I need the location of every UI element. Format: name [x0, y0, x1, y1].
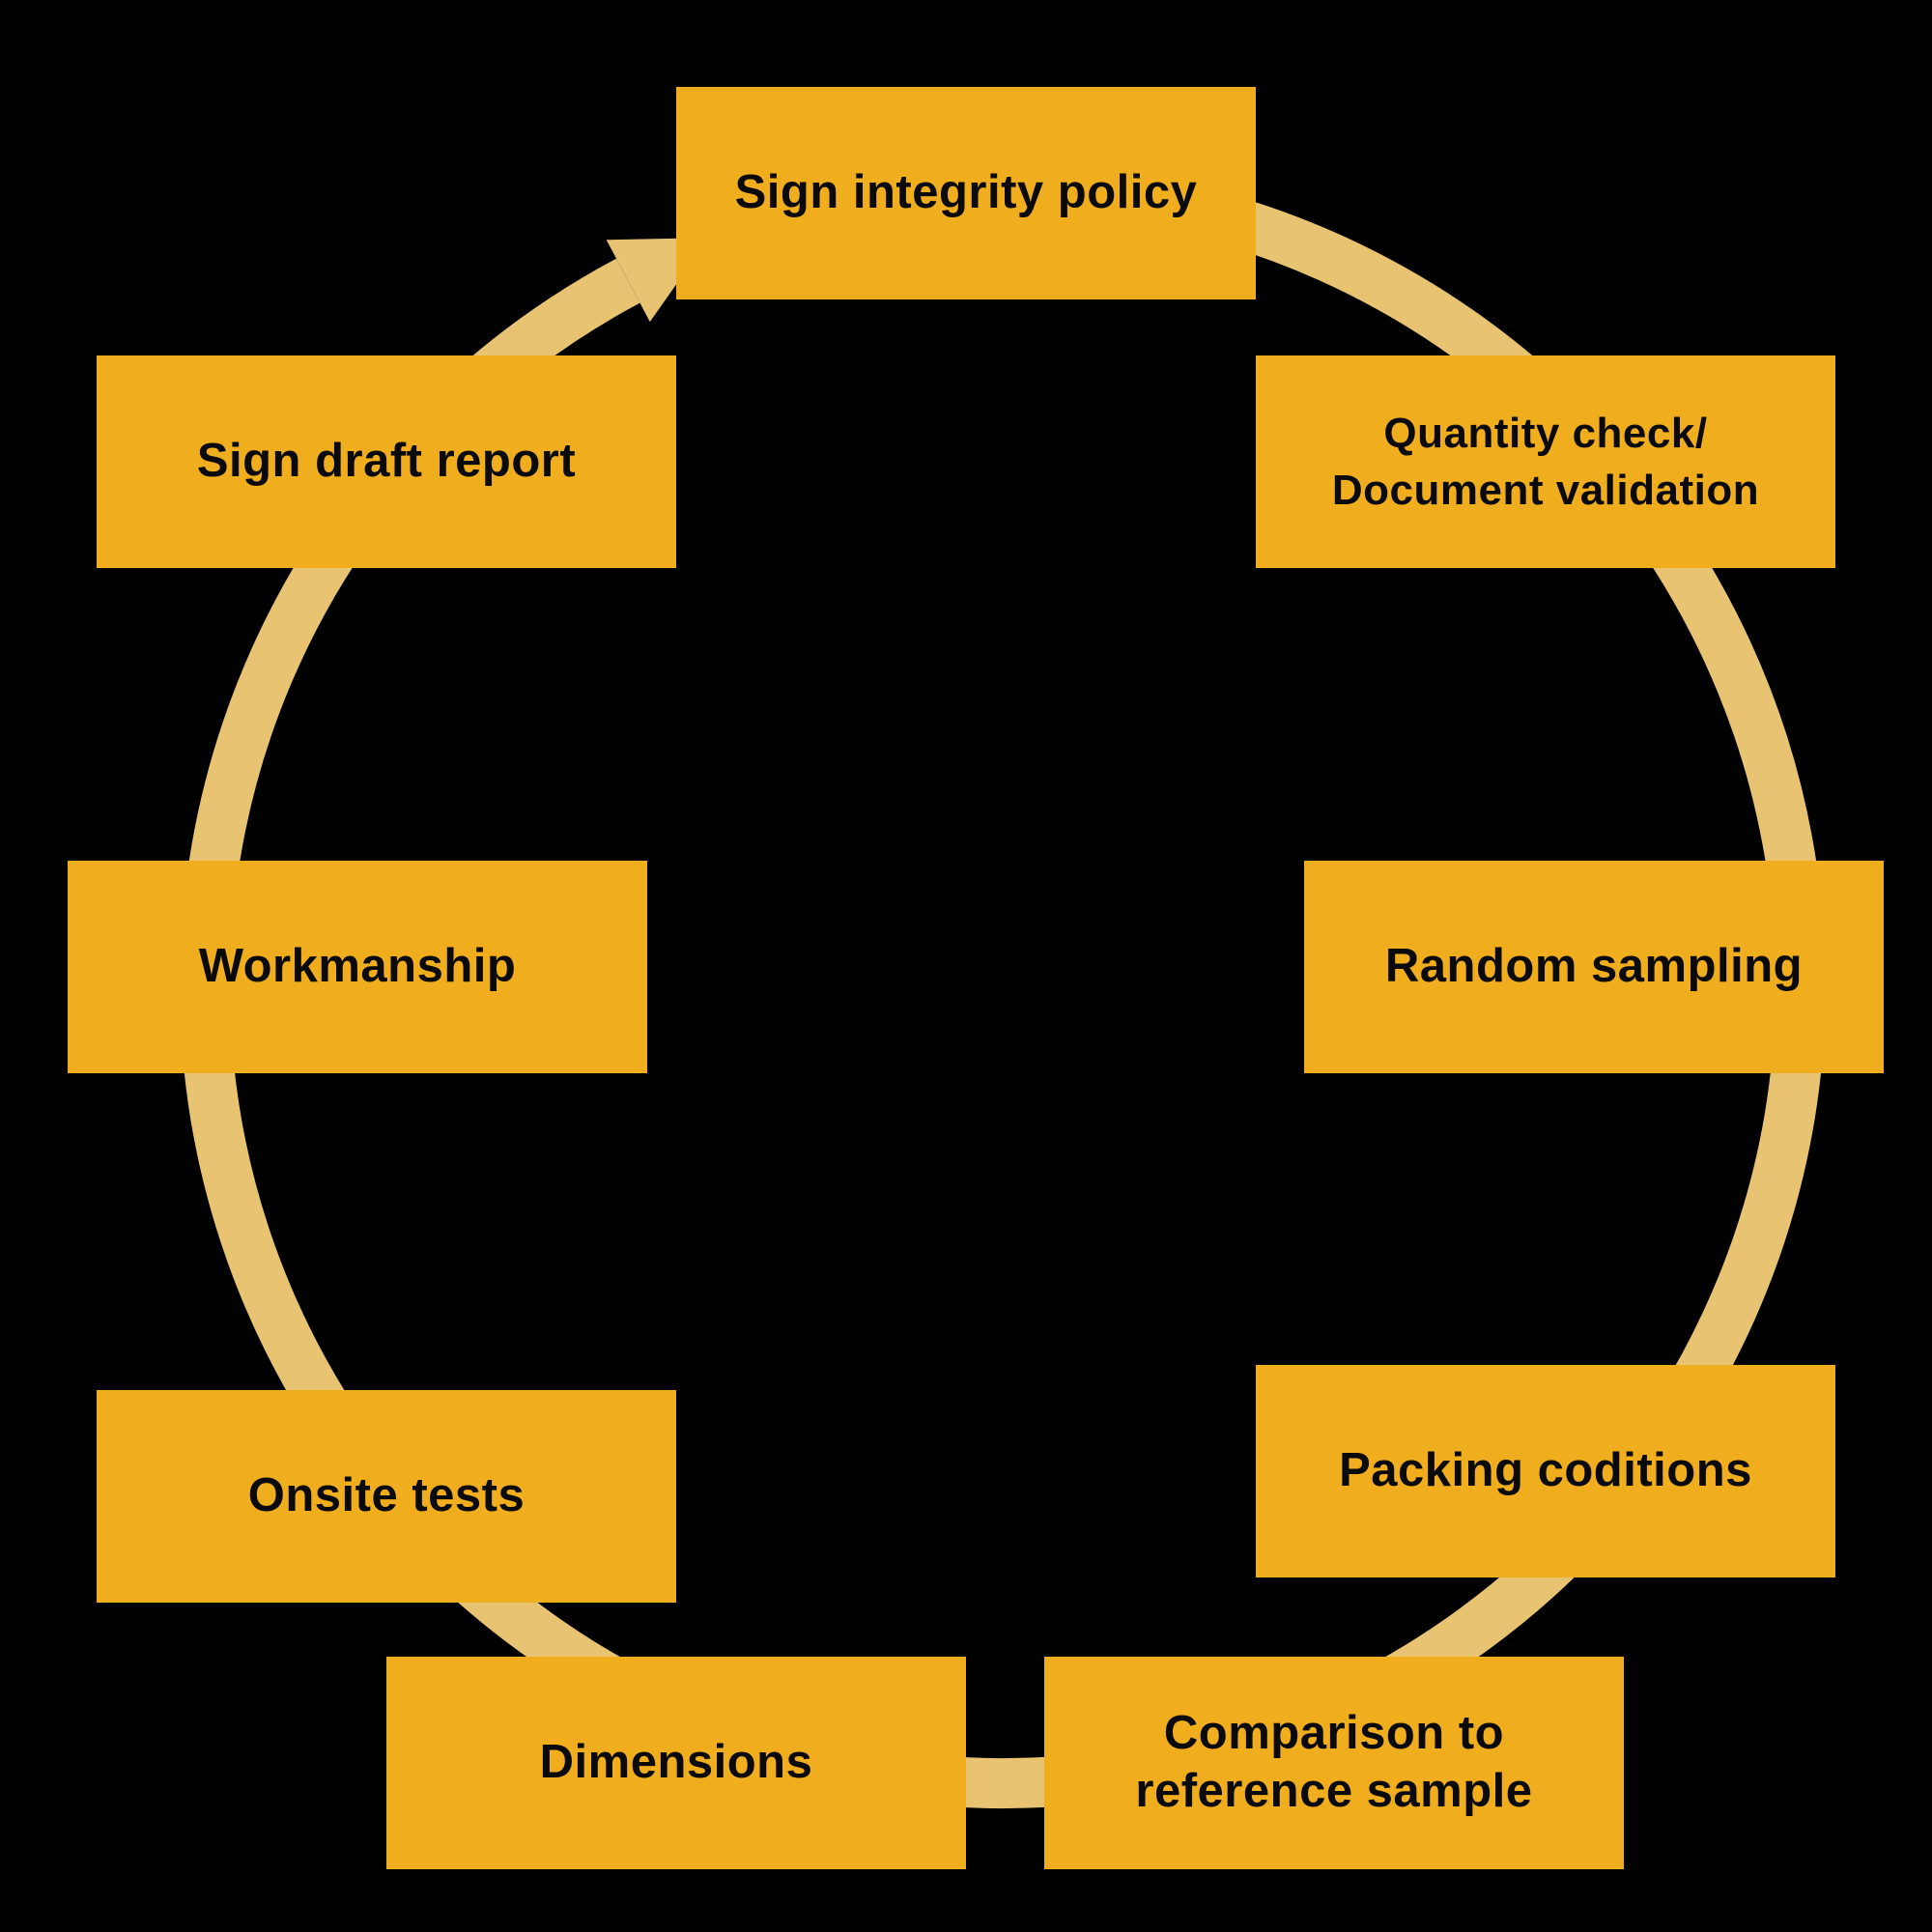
step-sign-integrity-policy: Sign integrity policy [676, 87, 1256, 299]
step-label: Sign integrity policy [734, 166, 1198, 219]
step-packing-conditions: Packing coditions [1256, 1365, 1835, 1577]
step-random-sampling: Random sampling [1304, 861, 1884, 1073]
step-label: Quantity check/ Document validation [1331, 409, 1760, 514]
step-onsite-tests: Onsite tests [97, 1390, 676, 1603]
step-label: Random sampling [1384, 940, 1804, 993]
step-quantity-check-document-validation: Quantity check/ Document validation [1256, 355, 1835, 568]
step-label: Dimensions [539, 1736, 813, 1789]
step-sign-draft-report: Sign draft report [97, 355, 676, 568]
step-workmanship: Workmanship [68, 861, 647, 1073]
step-label: Comparison to reference sample [1135, 1707, 1533, 1817]
step-label: Workmanship [198, 940, 517, 993]
step-label: Packing coditions [1339, 1444, 1752, 1497]
step-comparison-to-reference-sample: Comparison to reference sample [1044, 1657, 1624, 1869]
step-dimensions: Dimensions [386, 1657, 966, 1869]
step-label: Onsite tests [247, 1469, 526, 1522]
step-label: Sign draft report [196, 435, 577, 488]
